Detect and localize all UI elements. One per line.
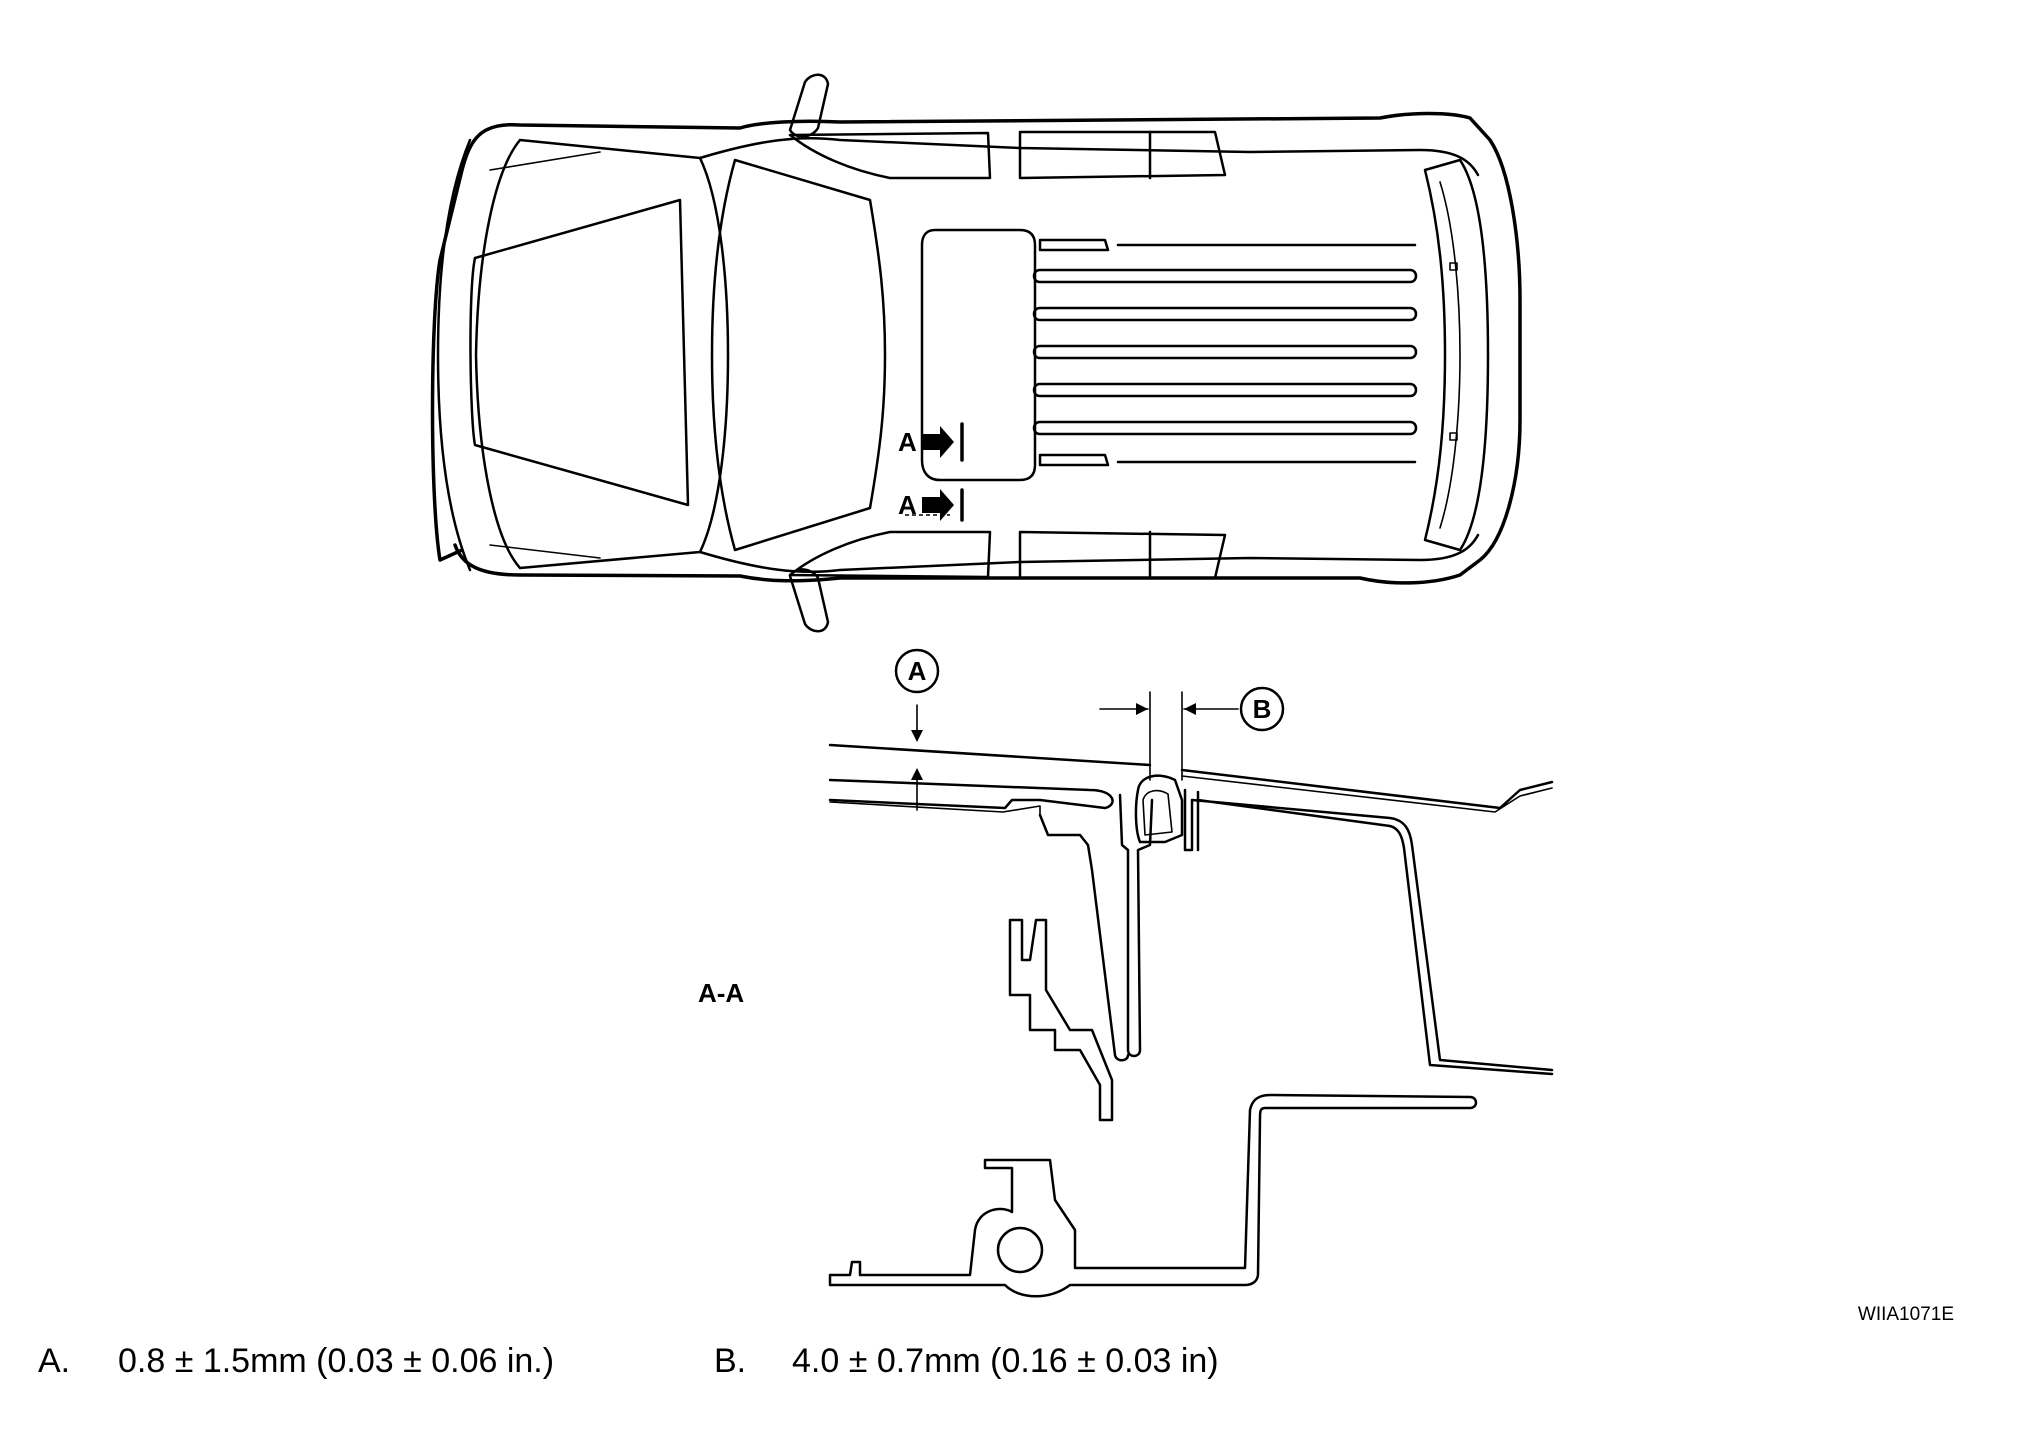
gap-b-arrowhead-right-icon [1184, 703, 1196, 715]
weatherstrip-seal-inner [1142, 789, 1173, 836]
legend-value-b: 4.0 ± 0.7mm (0.16 ± 0.03 in) [792, 1342, 1219, 1380]
section-arrow-lower-icon [922, 489, 954, 521]
section-arrow-lower-label: A [898, 490, 917, 520]
section-arrow-upper-label: A [898, 427, 917, 457]
vehicle-body-side-upper [698, 136, 1480, 177]
section-title: A-A [698, 978, 744, 1008]
vehicle-rear-window [1439, 181, 1461, 529]
vehicle-hood-panel [469, 198, 690, 507]
vehicle-top-view: A A [430, 73, 1522, 633]
roof-flange [1183, 788, 1554, 1076]
callout-a-circle [894, 648, 940, 694]
vehicle-liftgate-marker-lower [1449, 432, 1458, 441]
vehicle-body-outline [430, 111, 1522, 585]
callout-b-label: B [1253, 694, 1272, 724]
legend-value-a: 0.8 ± 1.5mm (0.03 ± 0.06 in.) [118, 1342, 554, 1380]
weatherstrip-seal [1134, 774, 1184, 844]
vehicle-windshield [710, 158, 887, 552]
vehicle-rear-liftgate [1423, 158, 1490, 552]
vehicle-liftgate-marker-upper [1449, 262, 1458, 271]
callout-b-circle [1239, 686, 1285, 732]
gap-b-arrowhead-left-icon [1136, 703, 1148, 715]
vehicle-hood-crease-upper [489, 151, 601, 559]
vehicle-roof-ribs [1032, 238, 1418, 467]
vehicle-body-side-lower [698, 533, 1480, 574]
gap-a-arrowhead-bottom-icon [911, 768, 923, 780]
roof-panel-line [1181, 775, 1553, 813]
sunroof-glass-lower-edge [829, 801, 1041, 815]
legend-key-b: B. [714, 1342, 746, 1380]
legend-key-a: A. [38, 1342, 70, 1380]
sunroof-glass-top [828, 743, 1554, 810]
vehicle-rear-door-window-lower [1018, 530, 1227, 580]
sunroof-glass-bottom [828, 778, 1114, 810]
vehicle-hood-outline [474, 138, 730, 570]
vehicle-front-door-window-upper [788, 131, 992, 180]
callout-a-label: A [908, 656, 927, 686]
headliner-trim [828, 1093, 1478, 1298]
frame-bracket-left [1038, 813, 1130, 1062]
vehicle-front-bumper [436, 138, 472, 572]
section-arrow-upper-icon [922, 426, 954, 458]
gap-a-arrowhead-top-icon [911, 730, 923, 742]
figure-code: WIIA1071E [1858, 1304, 1954, 1325]
vehicle-rear-door-window-upper [1018, 130, 1227, 180]
vehicle-sunroof-opening [920, 228, 1037, 482]
section-view: A-A A B [698, 648, 1554, 1298]
vehicle-mirror-left [788, 73, 830, 138]
trim-clip [996, 1226, 1044, 1274]
frame-drain-channel [1008, 918, 1114, 1122]
vehicle-front-door-window-lower [788, 530, 992, 579]
glass-frame [1118, 793, 1154, 1058]
legend: A. 0.8 ± 1.5mm (0.03 ± 0.06 in.) B. 4.0 … [38, 1342, 1219, 1380]
